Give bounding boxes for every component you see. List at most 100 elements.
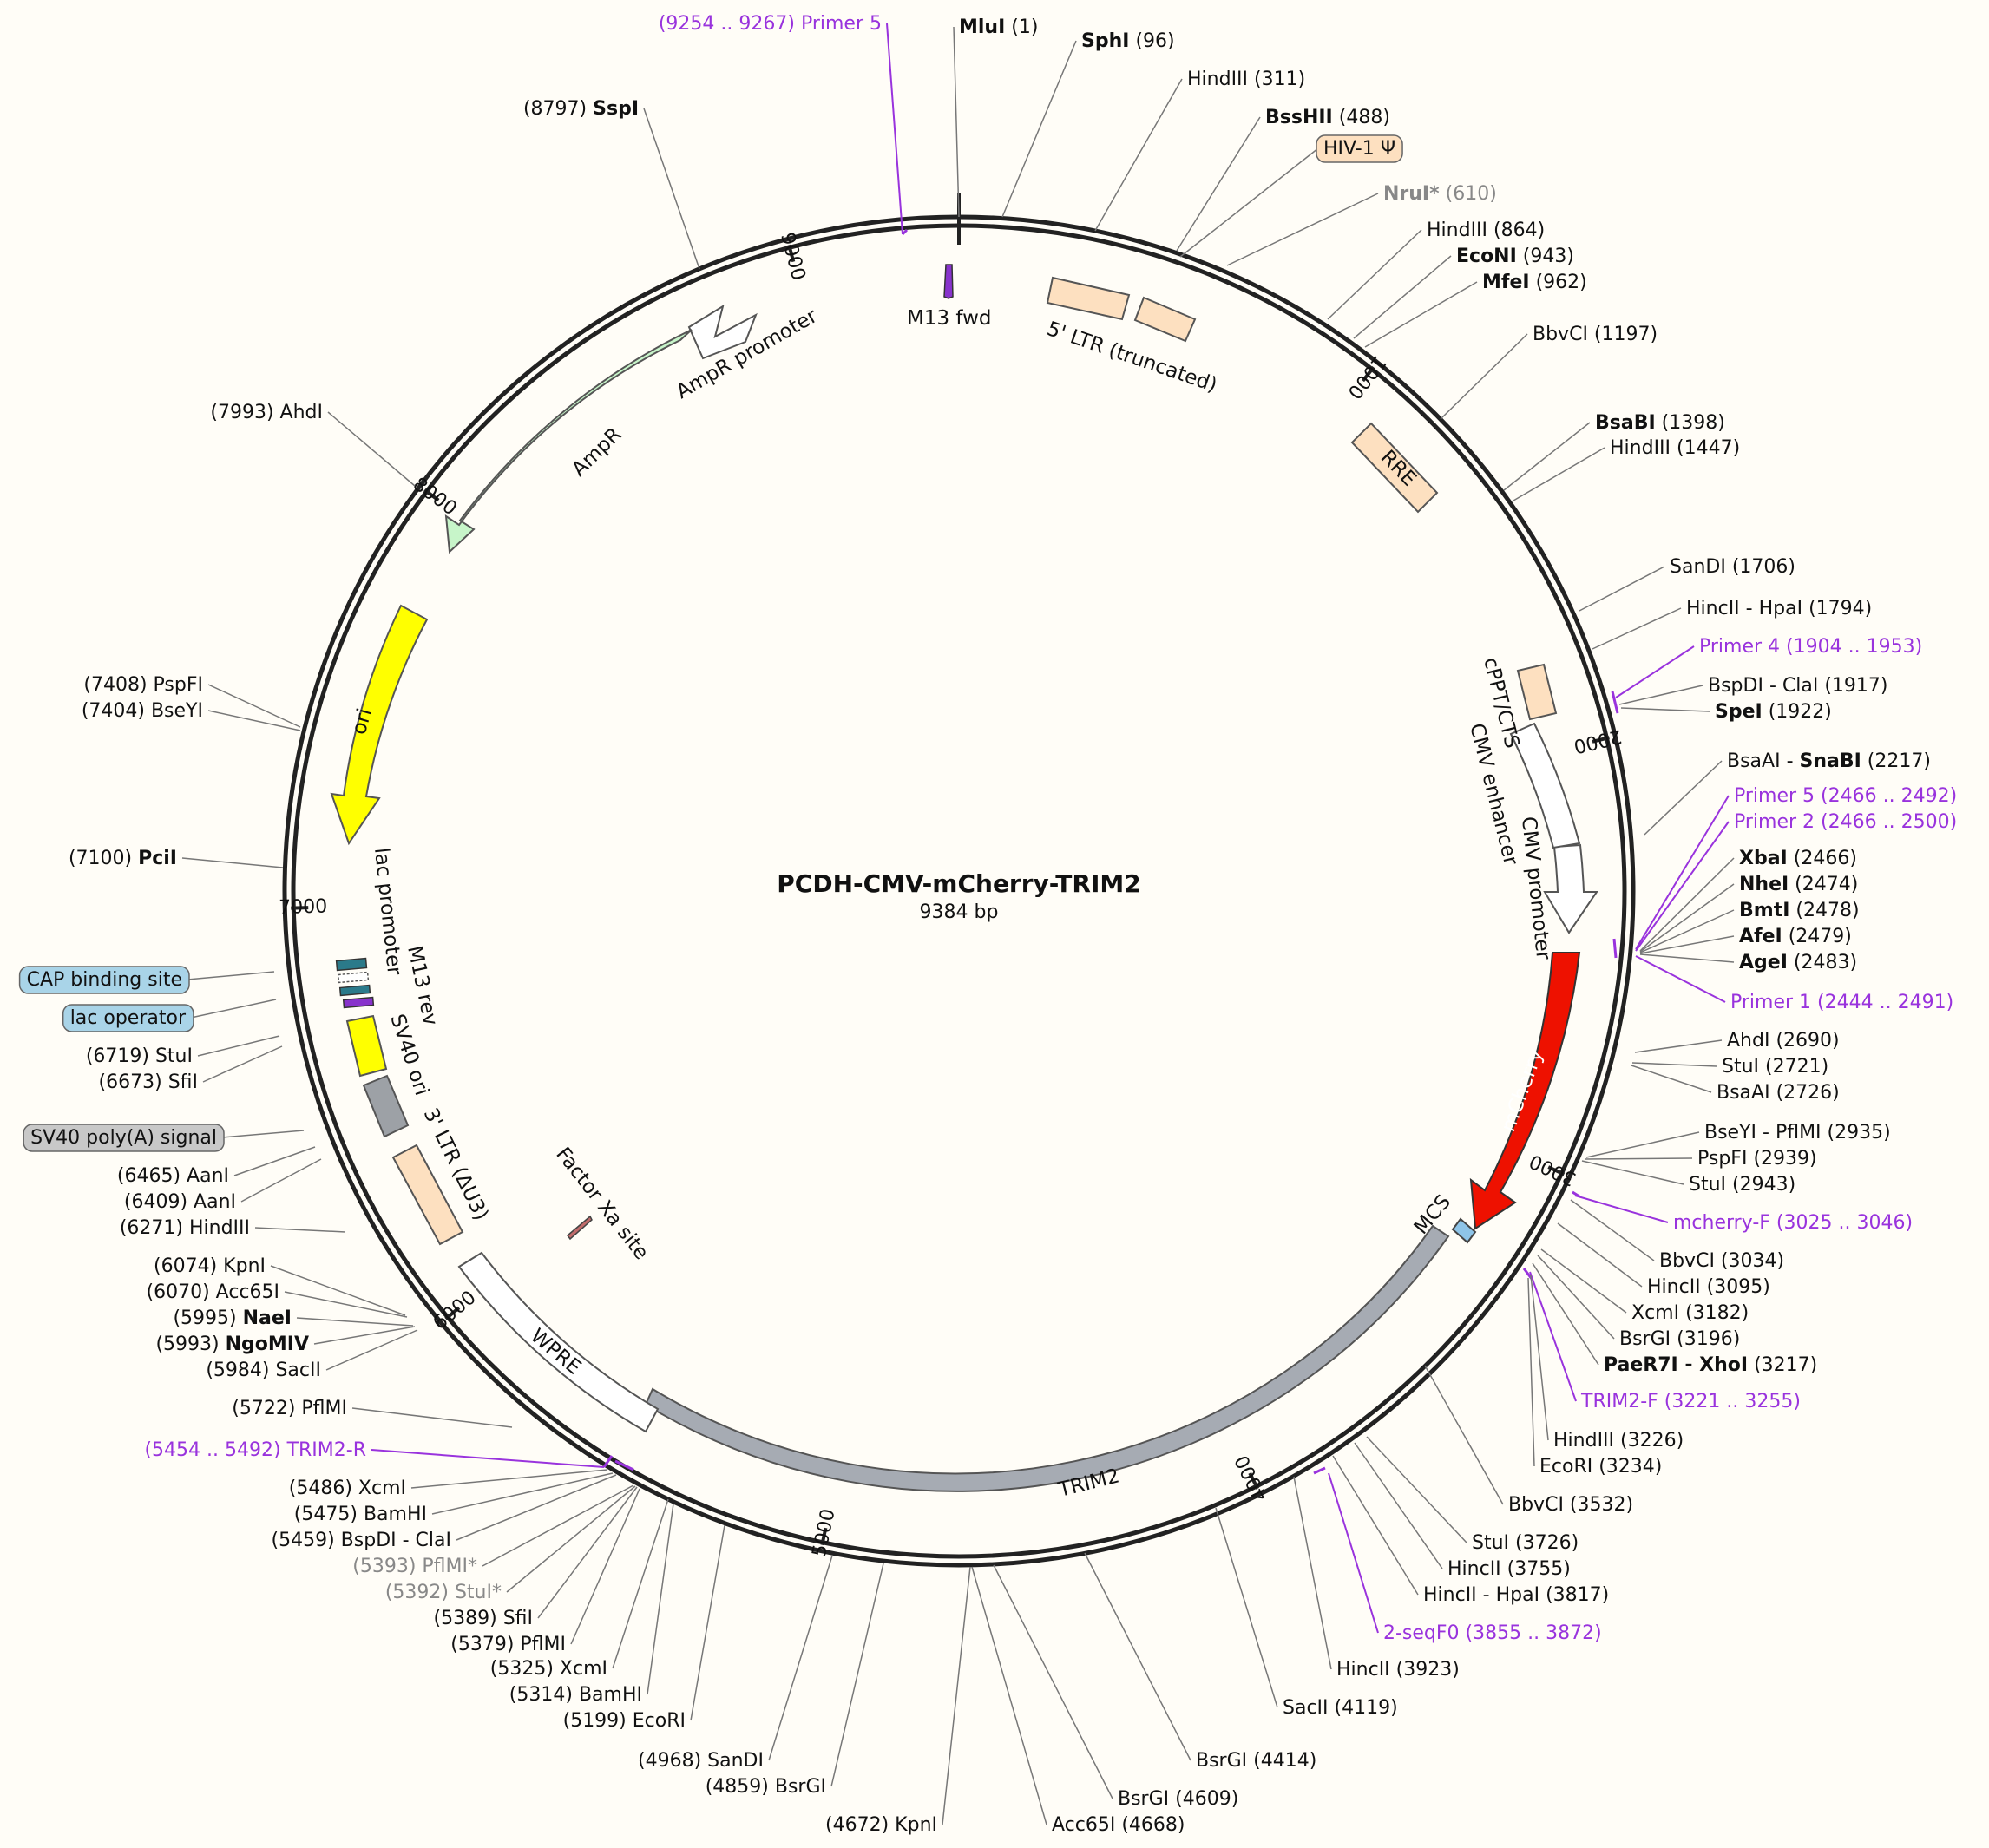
site-label[interactable]: BsrGI (4609)	[1118, 1788, 1238, 1810]
site-label[interactable]: Acc65I (4668)	[1052, 1814, 1185, 1836]
site-label[interactable]: StuI (2721)	[1722, 1056, 1828, 1078]
site-label[interactable]: NheI (2474)	[1739, 874, 1858, 895]
site-label[interactable]: (5486) XcmI	[289, 1478, 406, 1499]
site-label[interactable]: (4859) BsrGI	[706, 1776, 826, 1798]
site-label[interactable]: XbaI (2466)	[1739, 848, 1857, 869]
site-label[interactable]: (4968) SanDI	[638, 1750, 764, 1772]
site-label[interactable]: (5393) PflMI*	[352, 1556, 477, 1577]
feature-3ltr[interactable]	[391, 1144, 464, 1246]
feature-wpre[interactable]	[457, 1251, 660, 1433]
site-label[interactable]: NruI* (610)	[1383, 183, 1497, 205]
site-label[interactable]: (5199) EcoRI	[563, 1710, 686, 1732]
site-label[interactable]: (5454 .. 5492) TRIM2-R	[144, 1439, 366, 1461]
site-label[interactable]: (5392) StuI*	[385, 1582, 502, 1603]
site-label[interactable]: BmtI (2478)	[1739, 900, 1860, 921]
site-label[interactable]: (6271) HindIII	[120, 1217, 250, 1239]
site-label[interactable]: (5984) SacII	[206, 1360, 321, 1381]
site-label[interactable]: TRIM2-F (3221 .. 3255)	[1580, 1391, 1801, 1412]
site-label[interactable]: PspFI (2939)	[1697, 1148, 1817, 1170]
site-label[interactable]: BsaBI (1398)	[1595, 412, 1725, 434]
site-label[interactable]: XcmI (3182)	[1631, 1302, 1749, 1324]
site-label[interactable]: EcoRI (3234)	[1539, 1456, 1662, 1478]
site-label[interactable]: (8797) SspI	[523, 98, 639, 120]
site-label[interactable]: (6074) KpnI	[154, 1255, 266, 1277]
site-label[interactable]: Primer 5 (2466 .. 2492)	[1734, 785, 1957, 807]
feature-cap-site[interactable]	[335, 957, 368, 972]
feature-m13-fwd[interactable]	[943, 264, 954, 299]
site-label[interactable]: (5722) PflMI	[232, 1398, 347, 1419]
site-label[interactable]: (6409) AanI	[124, 1191, 236, 1213]
site-label[interactable]: AhdI (2690)	[1727, 1030, 1840, 1052]
site-label[interactable]: MluI (1)	[959, 16, 1038, 38]
site-label[interactable]: Primer 4 (1904 .. 1953)	[1699, 636, 1922, 658]
site-label[interactable]: (6070) Acc65I	[147, 1281, 280, 1303]
site-label[interactable]: BseYI - PflMI (2935)	[1704, 1122, 1891, 1144]
site-label[interactable]: PaeR7I - XhoI (3217)	[1604, 1354, 1817, 1376]
site-label[interactable]: lac operator	[62, 1004, 194, 1032]
site-label[interactable]: (5314) BamHI	[509, 1684, 642, 1706]
site-label[interactable]: SphI (96)	[1081, 30, 1175, 52]
feature-cmv-enhancer[interactable]	[1509, 722, 1581, 849]
site-label[interactable]: SanDI (1706)	[1670, 556, 1795, 578]
site-label[interactable]: HincII (3755)	[1447, 1558, 1571, 1580]
site-label[interactable]: HindIII (311)	[1187, 69, 1305, 90]
feature-m13-rev[interactable]	[342, 996, 375, 1009]
feature-5ltr-a[interactable]	[1046, 276, 1131, 321]
site-label[interactable]: (7993) AhdI	[210, 402, 323, 423]
feature-factor-xa[interactable]	[566, 1215, 593, 1241]
site-label[interactable]: Primer 1 (2444 .. 2491)	[1730, 992, 1953, 1013]
site-label[interactable]: (5379) PflMI	[450, 1634, 566, 1655]
site-label[interactable]: (6465) AanI	[117, 1165, 229, 1187]
site-label[interactable]: HincII - HpaI (1794)	[1686, 598, 1872, 619]
site-label[interactable]: (5325) XcmI	[490, 1658, 607, 1680]
feature-ori[interactable]	[330, 604, 429, 846]
feature-lac-promoter[interactable]	[337, 971, 370, 984]
site-label[interactable]: SV40 poly(A) signal	[23, 1124, 225, 1152]
site-label[interactable]: BspDI - ClaI (1917)	[1708, 675, 1887, 697]
feature-trim2[interactable]	[644, 1224, 1450, 1492]
site-label[interactable]: Primer 2 (2466 .. 2500)	[1734, 811, 1957, 833]
site-label[interactable]: CAP binding site	[18, 966, 190, 994]
site-label[interactable]: (5993) NgoMIV	[155, 1334, 309, 1355]
site-label[interactable]: (5389) SfiI	[434, 1608, 533, 1629]
site-label[interactable]: mcherry-F (3025 .. 3046)	[1673, 1212, 1913, 1234]
site-label[interactable]: HincII - HpaI (3817)	[1423, 1584, 1609, 1606]
site-label[interactable]: HincII (3095)	[1647, 1276, 1770, 1298]
site-label[interactable]: (5995) NaeI	[173, 1307, 292, 1329]
site-label[interactable]: (6719) StuI	[86, 1045, 193, 1067]
feature-lac-operator[interactable]	[338, 984, 371, 997]
site-label[interactable]: (5459) BspDI - ClaI	[272, 1530, 451, 1551]
site-label[interactable]: (6673) SfiI	[99, 1071, 198, 1093]
site-label[interactable]: BsaAI (2726)	[1717, 1082, 1840, 1104]
site-label[interactable]: BsaAI - SnaBI (2217)	[1727, 750, 1931, 772]
site-label[interactable]: 2-seqF0 (3855 .. 3872)	[1383, 1622, 1602, 1644]
site-label[interactable]: BssHII (488)	[1265, 107, 1390, 128]
site-label[interactable]: (4672) KpnI	[825, 1814, 937, 1836]
site-label[interactable]: (7100) PciI	[69, 848, 177, 869]
feature-cppt[interactable]	[1516, 663, 1558, 721]
site-label[interactable]: (7404) BseYI	[82, 700, 203, 722]
site-label[interactable]: BbvCI (3532)	[1508, 1494, 1633, 1516]
site-label[interactable]: BbvCI (1197)	[1533, 324, 1658, 345]
site-label[interactable]: AgeI (2483)	[1739, 952, 1857, 973]
feature-mcs[interactable]	[1451, 1217, 1477, 1244]
site-label[interactable]: BbvCI (3034)	[1659, 1250, 1784, 1272]
feature-sv40-ori[interactable]	[345, 1014, 388, 1078]
feature-cmv-promoter[interactable]	[1543, 843, 1598, 934]
feature-sv40-polya[interactable]	[362, 1074, 410, 1138]
site-label[interactable]: HindIII (3226)	[1553, 1430, 1684, 1452]
feature-5ltr-b[interactable]	[1133, 296, 1197, 343]
site-label[interactable]: HindIII (1447)	[1610, 437, 1740, 459]
feature-ampr[interactable]	[444, 329, 693, 554]
site-label[interactable]: BsrGI (3196)	[1619, 1328, 1740, 1350]
site-label[interactable]: SacII (4119)	[1283, 1697, 1398, 1719]
site-label[interactable]: HIV-1 Ψ	[1316, 134, 1403, 163]
site-label[interactable]: BsrGI (4414)	[1196, 1750, 1316, 1772]
site-label[interactable]: StuI (3726)	[1472, 1532, 1579, 1554]
site-label[interactable]: SpeI (1922)	[1715, 701, 1832, 723]
site-label[interactable]: EcoNI (943)	[1456, 246, 1574, 267]
site-label[interactable]: HindIII (864)	[1427, 220, 1545, 241]
feature-rre[interactable]	[1350, 422, 1439, 514]
site-label[interactable]: HincII (3923)	[1336, 1659, 1460, 1681]
feature-ampr-promoter[interactable]	[687, 304, 758, 360]
